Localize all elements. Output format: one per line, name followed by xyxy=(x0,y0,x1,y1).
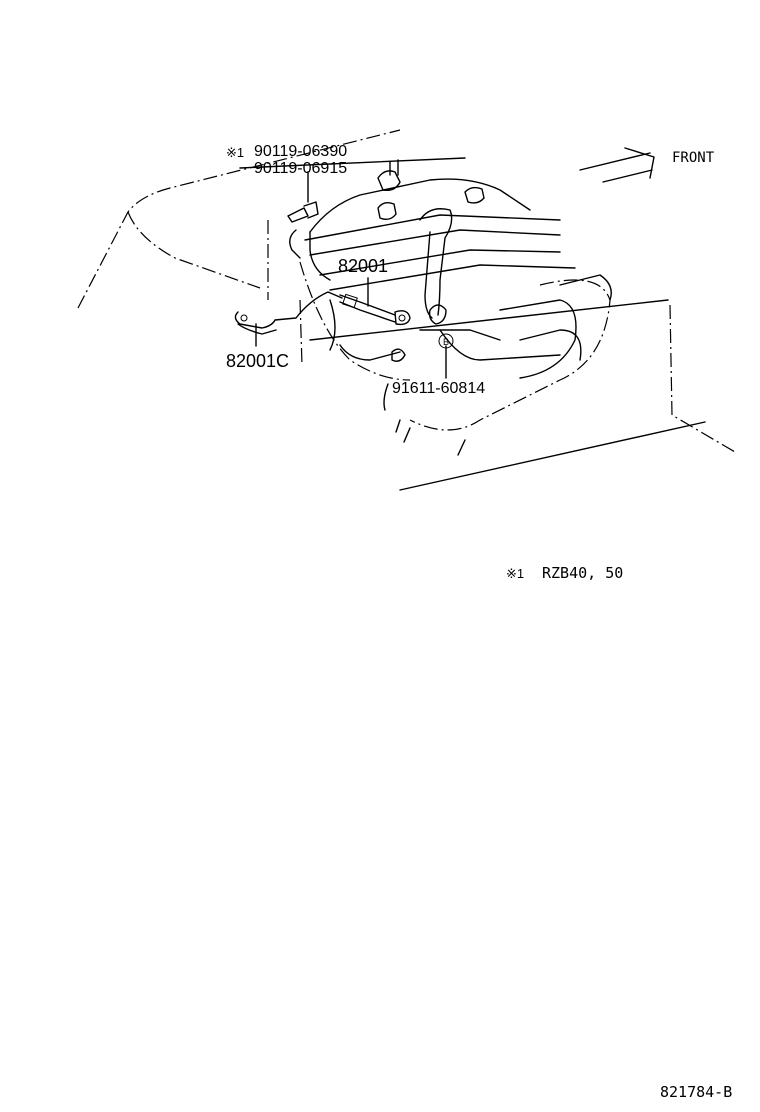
part-number-82001: 82001 xyxy=(338,256,388,276)
engine-block xyxy=(304,159,612,456)
leader-lines xyxy=(255,171,447,379)
drawing-number: 821784-B xyxy=(660,1083,732,1101)
note-marker-footnote: ※1 xyxy=(506,566,524,581)
engine-cover-outline xyxy=(77,129,736,453)
note-marker-top: ※1 xyxy=(226,145,244,160)
circle-b-marker: B xyxy=(438,333,454,349)
part-number-91611-60814: 91611-60814 xyxy=(392,380,485,397)
oxygen-sensor-harness xyxy=(234,229,411,335)
frame-lines xyxy=(239,157,706,491)
part-number-90119-06390: 90119-06390 xyxy=(254,143,347,160)
footnote-model: RZB40, 50 xyxy=(542,564,623,582)
circle-b-letter: B xyxy=(443,337,449,347)
front-arrow xyxy=(579,147,655,183)
part-number-90119-06915: 90119-06915 xyxy=(254,160,347,177)
bolt xyxy=(287,201,319,223)
front-label: FRONT xyxy=(672,150,715,166)
part-number-82001c: 82001C xyxy=(226,351,289,371)
